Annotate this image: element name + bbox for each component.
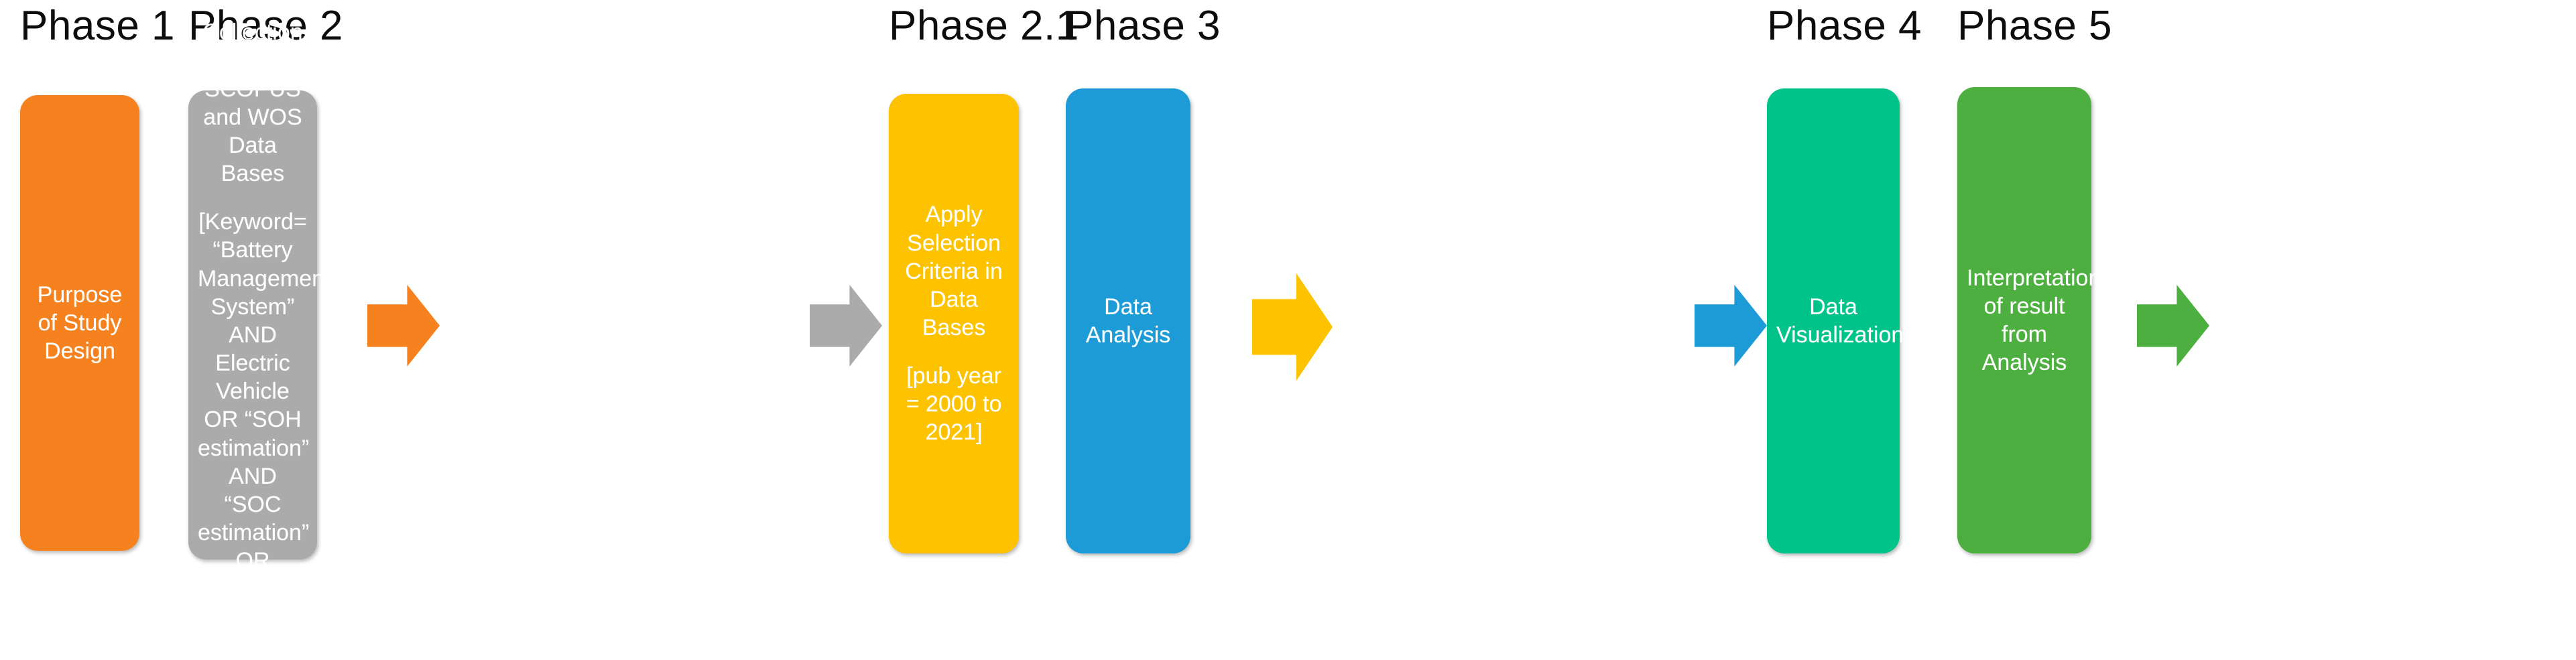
phase-header-label: Phase 4: [1767, 3, 1922, 49]
phase-box-3[interactable]: Apply Selection Criteria in Data Bases [p…: [889, 94, 1019, 553]
phase-header-label: Phase 1: [20, 3, 176, 49]
phase-column-4: Phase 3 Data Analysis: [1066, 0, 1221, 572]
phase-box-text-line: Apply Selection Criteria in Data Bases: [905, 202, 1003, 340]
arrow-phase3-to-phase4: [1695, 285, 1767, 367]
right-arrow-icon: [2137, 285, 2209, 367]
phase-box-text-line: [pub year = 2000 to 2021]: [906, 363, 1002, 446]
phase-box-text-line: [Keyword= “Battery Management System” AN…: [198, 209, 331, 659]
phase-header-label: Phase 2.1: [889, 3, 1079, 49]
phase-box-2[interactable]: Data Collection from SCOPUS and WOS Data…: [188, 0, 330, 659]
phase-column-6: Phase 5 Interpretation of result from Ana…: [1957, 0, 2113, 572]
phase-box-1[interactable]: Purpose of Study Design: [20, 95, 139, 551]
phase-column-5: Phase 4 Data Visualization: [1767, 0, 1922, 572]
right-arrow-icon: [1252, 273, 1333, 381]
phase-box-text-line: Data Visualization: [1776, 293, 1904, 348]
arrow-phase1-to-phase2: [367, 285, 440, 367]
phase-box-5[interactable]: Data Visualization: [1767, 88, 1904, 553]
arrow-phase4-to-phase5: [2137, 285, 2209, 367]
phase-header-label: Phase 5: [1957, 3, 2113, 49]
phase-box-text-line: Data Collection from SCOPUS and WOS Data…: [202, 0, 303, 187]
right-arrow-icon: [367, 285, 440, 367]
phase-column-1: Phase 1 Purpose of Study Design: [20, 0, 176, 572]
phase-header-label: Phase 3: [1066, 3, 1221, 49]
phase-box-text-line: Interpretation of result from Analysis: [1967, 265, 2101, 376]
arrow-phase2-to-phase2-1: [810, 285, 882, 367]
phase-box-text-line: Data Analysis: [1085, 293, 1171, 348]
right-arrow-icon: [1695, 285, 1767, 367]
phase-box-4[interactable]: Data Analysis: [1066, 88, 1190, 553]
phase-box-text-line: Purpose of Study Design: [37, 281, 123, 365]
phase-box-6[interactable]: Interpretation of result from Analysis: [1957, 87, 2101, 553]
right-arrow-icon: [810, 285, 882, 367]
phase-header-label: Phase 2: [188, 3, 344, 49]
arrow-phase2-1-to-phase3: [1252, 273, 1333, 381]
